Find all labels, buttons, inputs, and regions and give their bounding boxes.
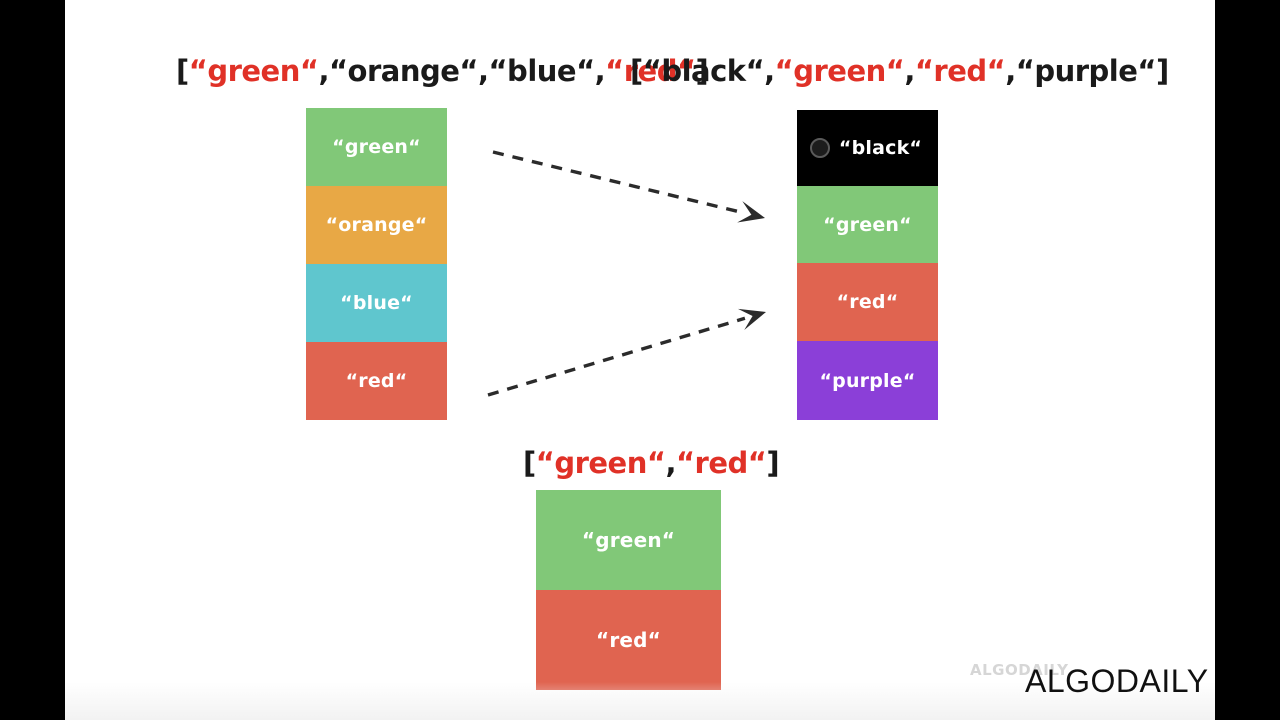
green-match-arrow bbox=[492, 150, 765, 223]
letterbox-bar-left bbox=[0, 0, 65, 720]
target-stack-cell-2: “red“ bbox=[797, 263, 938, 341]
input-stack-cell-label-2: “blue“ bbox=[340, 292, 413, 314]
red-match-arrow-head bbox=[737, 308, 766, 330]
result-array-stack: “green“ “red“ bbox=[536, 490, 721, 690]
input-array-token-0: “green“ bbox=[188, 54, 319, 88]
target-array-open-bracket: [ bbox=[630, 54, 643, 88]
algodaily-watermark: ALGODAILY bbox=[970, 661, 1069, 679]
target-array-token-1: , bbox=[764, 54, 775, 88]
slide-canvas: [“green“,“orange“,“blue“,“red“] [“black“… bbox=[65, 0, 1215, 720]
target-stack-cell-label-1: “green“ bbox=[823, 213, 912, 236]
target-array-token-5: , bbox=[1005, 54, 1016, 88]
target-array-close-bracket: ] bbox=[1155, 54, 1169, 88]
target-array-caption: [“black“,“green“,“red“,“purple“] bbox=[630, 54, 1169, 88]
input-array-token-1: , bbox=[318, 54, 329, 88]
input-array-token-3: , bbox=[477, 54, 489, 88]
result-array-token-1: , bbox=[665, 446, 676, 480]
input-stack-cell-label-1: “orange“ bbox=[325, 214, 428, 236]
target-stack-cell-label-3: “purple“ bbox=[819, 369, 916, 392]
result-stack-cell-1: “red“ bbox=[536, 590, 721, 690]
target-stack-cell-0: “black“ bbox=[797, 110, 938, 186]
input-stack-cell-label-3: “red“ bbox=[345, 370, 408, 392]
target-array-token-6: “purple“ bbox=[1015, 54, 1157, 88]
result-array-token-2: “red“ bbox=[675, 446, 767, 480]
red-match-arrow bbox=[487, 308, 766, 397]
result-array-close-bracket: ] bbox=[766, 446, 780, 480]
input-array-token-2: “orange“ bbox=[328, 54, 479, 88]
target-array-token-0: “black“ bbox=[642, 54, 765, 88]
result-stack-cell-label-1: “red“ bbox=[595, 628, 662, 652]
input-stack-cell-label-0: “green“ bbox=[332, 136, 421, 158]
input-array-caption: [“green“,“orange“,“blue“,“red“] bbox=[176, 54, 709, 88]
result-array-caption: [“green“,“red“] bbox=[523, 446, 780, 480]
input-array-token-5: , bbox=[594, 54, 606, 88]
target-stack-cell-1: “green“ bbox=[797, 186, 938, 263]
cursor-dot-icon bbox=[810, 138, 830, 158]
input-array-token-4: “blue“ bbox=[488, 54, 596, 88]
target-stack-cell-label-0: “black“ bbox=[838, 137, 923, 159]
algodaily-logo: ALGODAILY bbox=[1025, 663, 1209, 699]
target-stack-cell-3: “purple“ bbox=[797, 341, 938, 420]
input-array-stack: “green“ “orange“ “blue“ “red“ bbox=[306, 108, 447, 420]
input-array-close-bracket: ] bbox=[695, 54, 709, 88]
result-stack-cell-0: “green“ bbox=[536, 490, 721, 590]
input-array-token-6: “red“ bbox=[605, 54, 696, 88]
input-stack-cell-1: “orange“ bbox=[306, 186, 447, 264]
target-array-token-3: , bbox=[904, 54, 915, 88]
result-array-token-0: “green“ bbox=[535, 446, 666, 480]
green-match-arrow-head bbox=[737, 201, 765, 223]
input-stack-cell-0: “green“ bbox=[306, 108, 447, 186]
target-stack-cell-label-2: “red“ bbox=[836, 291, 899, 313]
input-stack-cell-3: “red“ bbox=[306, 342, 447, 420]
target-array-token-2: “green“ bbox=[774, 54, 905, 88]
input-array-open-bracket: [ bbox=[176, 54, 189, 88]
letterbox-bar-right bbox=[1215, 0, 1280, 720]
target-array-token-4: “red“ bbox=[914, 54, 1006, 88]
target-array-stack: “black“ “green“ “red“ “purple“ bbox=[797, 110, 938, 420]
result-array-open-bracket: [ bbox=[523, 446, 536, 480]
result-stack-cell-label-0: “green“ bbox=[581, 528, 676, 552]
input-stack-cell-2: “blue“ bbox=[306, 264, 447, 342]
